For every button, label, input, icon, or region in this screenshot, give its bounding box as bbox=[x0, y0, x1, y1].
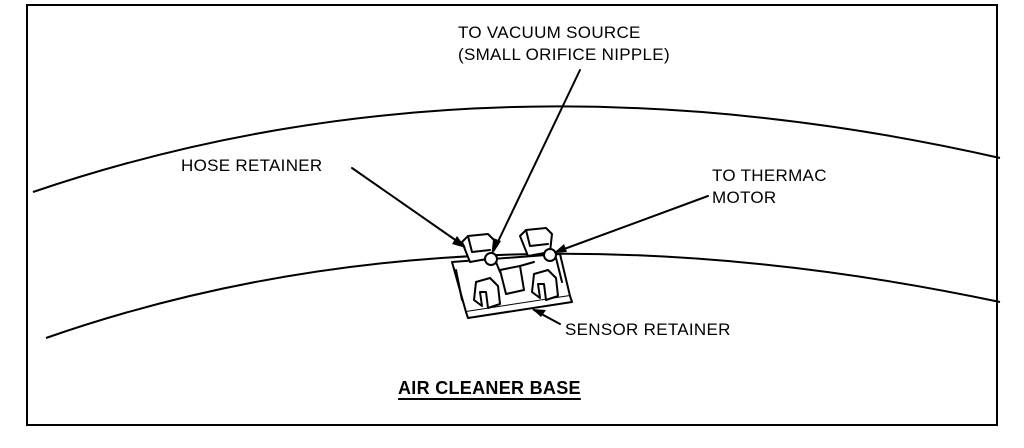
vacuum-source-arrowhead bbox=[493, 238, 501, 252]
thermac-motor-label-line1: TO THERMAC bbox=[712, 166, 827, 185]
thermac-motor-arrowhead bbox=[554, 244, 567, 253]
hose-retainer-arrowhead bbox=[452, 236, 466, 248]
air-cleaner-outer-edge bbox=[32, 105, 1001, 193]
thermac-motor-leader bbox=[555, 195, 709, 253]
hose-retainer-leader bbox=[351, 167, 465, 247]
vacuum-source-label-line1: TO VACUUM SOURCE bbox=[458, 23, 641, 42]
vacuum-nipple bbox=[484, 252, 498, 266]
arrow-heads bbox=[452, 236, 567, 317]
thermac-motor-label: TO THERMAC MOTOR bbox=[712, 165, 827, 209]
vacuum-source-label-line2: (SMALL ORIFICE NIPPLE) bbox=[458, 45, 670, 64]
sensor-clip-left bbox=[473, 277, 501, 309]
sensor-base-edge bbox=[465, 295, 573, 319]
sensor-clip-right bbox=[531, 269, 559, 301]
hose-retainer-right-fold bbox=[525, 229, 549, 247]
sensor-retainer-arrowhead bbox=[532, 309, 546, 317]
vacuum-source-leader bbox=[493, 69, 581, 251]
diagram-caption: AIR CLEANER BASE bbox=[398, 378, 581, 398]
leader-lines bbox=[351, 69, 709, 325]
sensor-retainer-label: SENSOR RETAINER bbox=[565, 320, 731, 339]
vacuum-source-label: TO VACUUM SOURCE (SMALL ORIFICE NIPPLE) bbox=[458, 22, 670, 66]
thermac-motor-label-line2: MOTOR bbox=[712, 188, 777, 207]
hose-retainer-label: HOSE RETAINER bbox=[181, 156, 323, 175]
sensor-assembly bbox=[451, 227, 573, 319]
thermac-nipple bbox=[543, 248, 557, 262]
hose-retainer-left-fold bbox=[467, 235, 491, 253]
sensor-center-body bbox=[499, 265, 525, 295]
sensor-detail-lines bbox=[455, 257, 563, 301]
diagram-frame bbox=[26, 4, 998, 426]
